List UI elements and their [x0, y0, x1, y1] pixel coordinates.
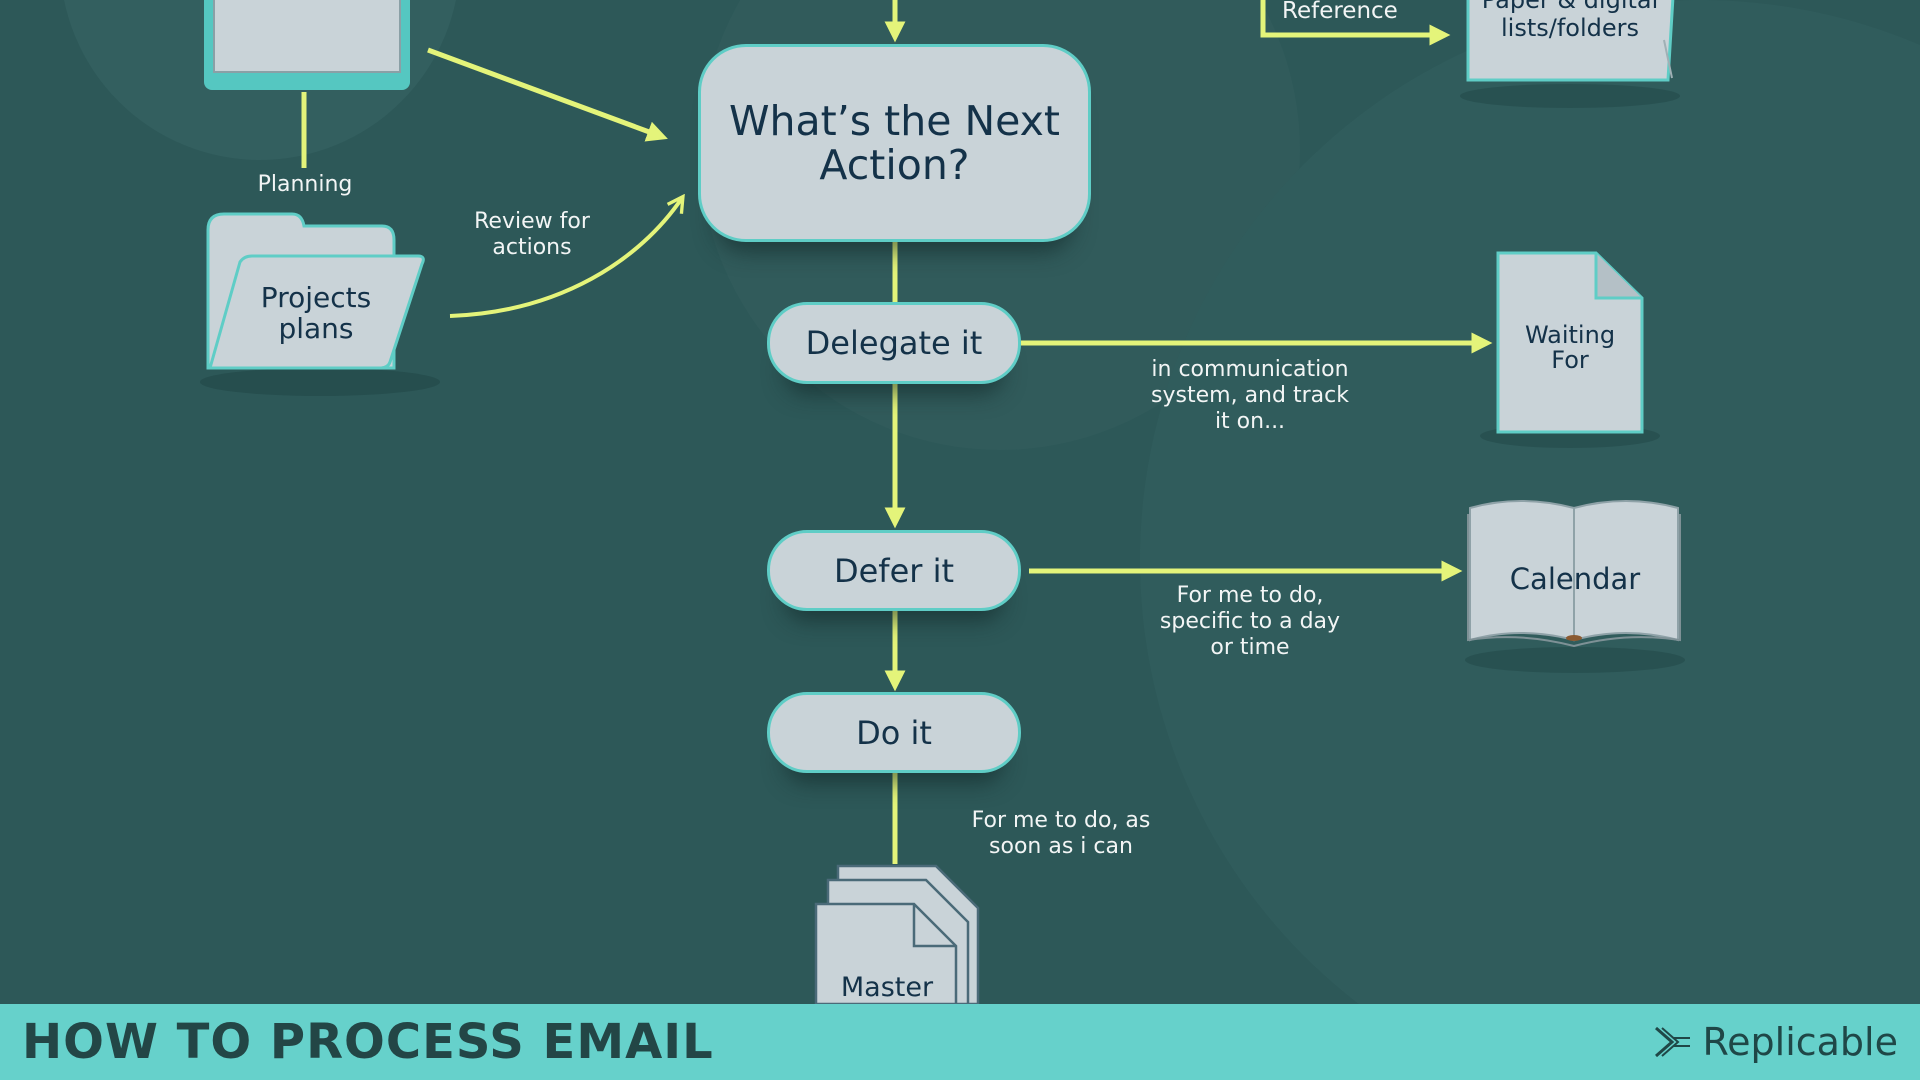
do-it-node[interactable]: Do it — [767, 692, 1021, 773]
defer-note: For me to do, specific to a day or time — [1159, 583, 1341, 660]
waiting-for-doc-icon — [1480, 251, 1660, 448]
footer-title: HOW TO PROCESS EMAIL — [22, 1014, 714, 1070]
calendar-label: Calendar — [1509, 562, 1641, 596]
folder-icon — [200, 212, 440, 396]
calendar-book-icon — [1465, 500, 1685, 673]
delegate-node[interactable]: Delegate it — [767, 302, 1021, 384]
brand-name: Replicable — [1702, 1020, 1898, 1064]
delegate-note: in communication system, and track it on… — [1151, 357, 1349, 434]
arrow-reference — [1260, 0, 1451, 46]
reference-doc-label: Paper & digital lists/folders — [1481, 0, 1659, 42]
master-doc-stack-icon — [814, 864, 980, 1006]
reference-doc-icon — [1460, 0, 1680, 108]
defer-node[interactable]: Defer it — [767, 530, 1021, 611]
footer-bar: HOW TO PROCESS EMAIL Replicable — [0, 1004, 1920, 1080]
reference-label: Reference — [1282, 0, 1398, 24]
do-note: For me to do, as soon as i can — [971, 808, 1151, 859]
planning-label: Planning — [257, 172, 353, 197]
waiting-for-label: Waiting For — [1524, 321, 1616, 374]
tablet-icon — [204, 0, 410, 90]
arrow-device-to-next-action — [427, 47, 668, 142]
next-action-node[interactable]: What’s the Next Action? — [698, 44, 1091, 242]
arrow-review-curve — [449, 198, 682, 318]
master-label: Master — [840, 972, 934, 1003]
replicable-arrow-logo-icon — [1655, 1026, 1691, 1058]
review-for-actions-label: Review for actions — [474, 209, 590, 260]
brand[interactable]: Replicable — [1652, 1020, 1898, 1064]
projects-plans-label: Projects plans — [260, 281, 372, 345]
